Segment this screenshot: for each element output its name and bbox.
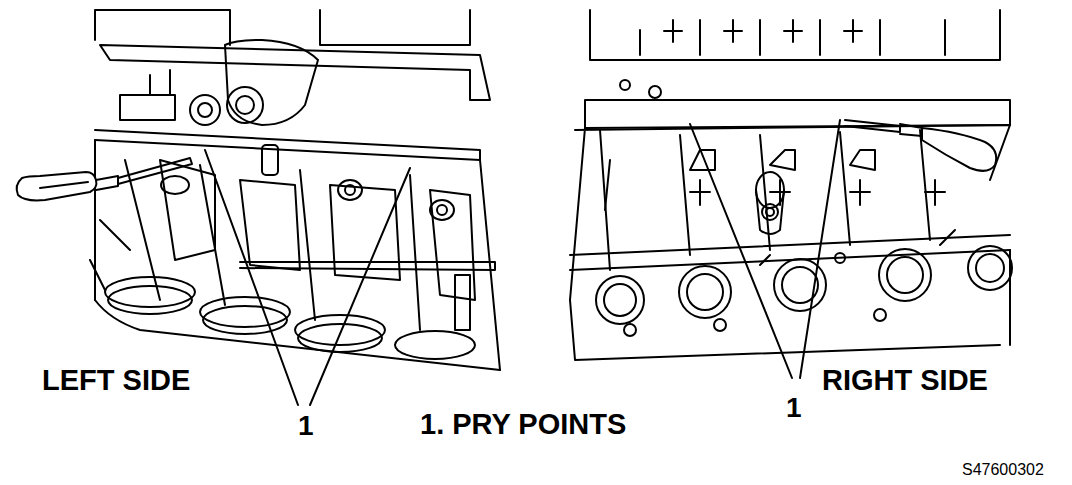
view-title: RIGHT SIDE: [822, 366, 988, 395]
view-title: LEFT SIDE: [42, 366, 190, 395]
callout-number: 1: [298, 412, 314, 440]
figure-code: S47600302: [962, 462, 1044, 478]
legend-note: 1. PRY POINTS: [420, 410, 626, 439]
callout-number: 1: [786, 394, 802, 422]
